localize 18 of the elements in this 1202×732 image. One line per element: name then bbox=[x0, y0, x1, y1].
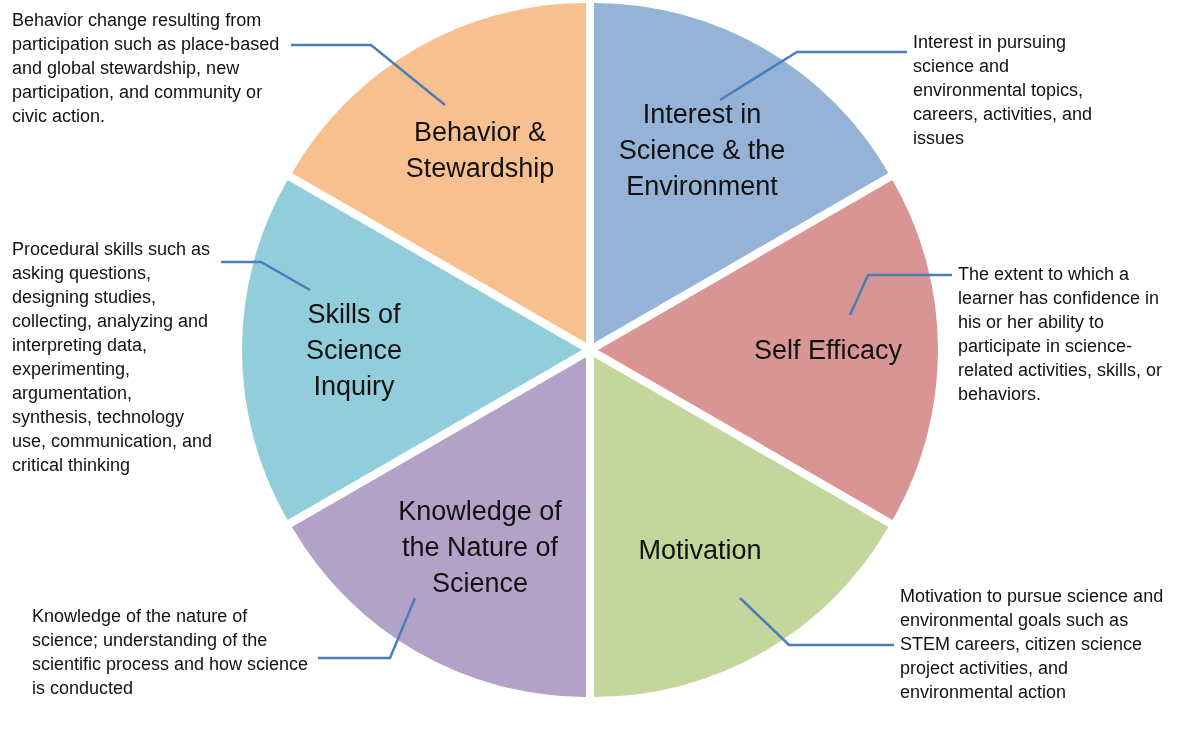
leader-line bbox=[318, 597, 417, 660]
description-text: Knowledge of the nature of science; understanding of the scientific process and how science is conducted bbox=[32, 604, 314, 700]
leader-line bbox=[739, 597, 894, 647]
slice-label: Interest in Science & the Environment bbox=[617, 98, 787, 203]
description-text: Interest in pursuing science and environmental topics, careers, activities, and issues bbox=[913, 30, 1125, 150]
slice-label: Knowledge of the Nature of Science bbox=[397, 495, 563, 600]
slice-label: Motivation bbox=[637, 534, 763, 567]
leader-line bbox=[221, 260, 311, 292]
leader-line bbox=[719, 50, 907, 102]
leader-line bbox=[291, 43, 446, 106]
description-text: Motivation to pursue science and environmental goals such as STEM careers, citizen science project activities, and environmental action bbox=[900, 584, 1172, 704]
description-text: Procedural skills such as asking questions, designing studies, collecting, analyzing and interpreting data, experimenting, argumentation, synthesis, technology use, communication, and critical thinking bbox=[12, 237, 217, 477]
description-text: Behavior change resulting from participation such as place-based and global stewardship, new participation, and community or civic action. bbox=[12, 8, 287, 128]
leader-line bbox=[848, 273, 952, 316]
slice-label: Self Efficacy bbox=[752, 334, 904, 367]
slice-label: Behavior & Stewardship bbox=[404, 116, 556, 185]
description-text: The extent to which a learner has confidence in his or her ability to participate in science-related activities, skills, or behaviors. bbox=[958, 262, 1180, 406]
slice-label: Skills of Science Inquiry bbox=[304, 298, 404, 403]
